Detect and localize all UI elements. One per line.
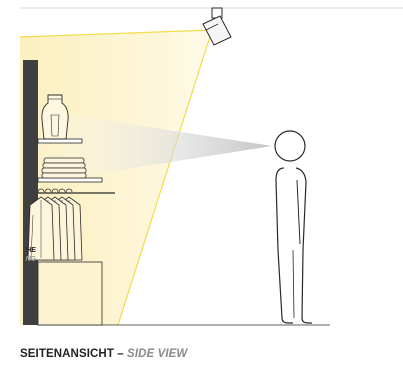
person-outline-icon [275,131,312,323]
folded-clothes-icon [42,158,86,178]
counter-cabinet [38,262,102,325]
caption-separator: – [114,348,127,360]
caption-german: SEITENANSICHT [20,348,114,360]
figure-caption: SEITENANSICHT – SIDE VIEW [20,348,187,360]
wall-section [23,60,38,325]
section-label-de: HE [26,247,36,255]
section-label-en: NG [26,256,37,264]
caption-english: SIDE VIEW [127,348,187,360]
